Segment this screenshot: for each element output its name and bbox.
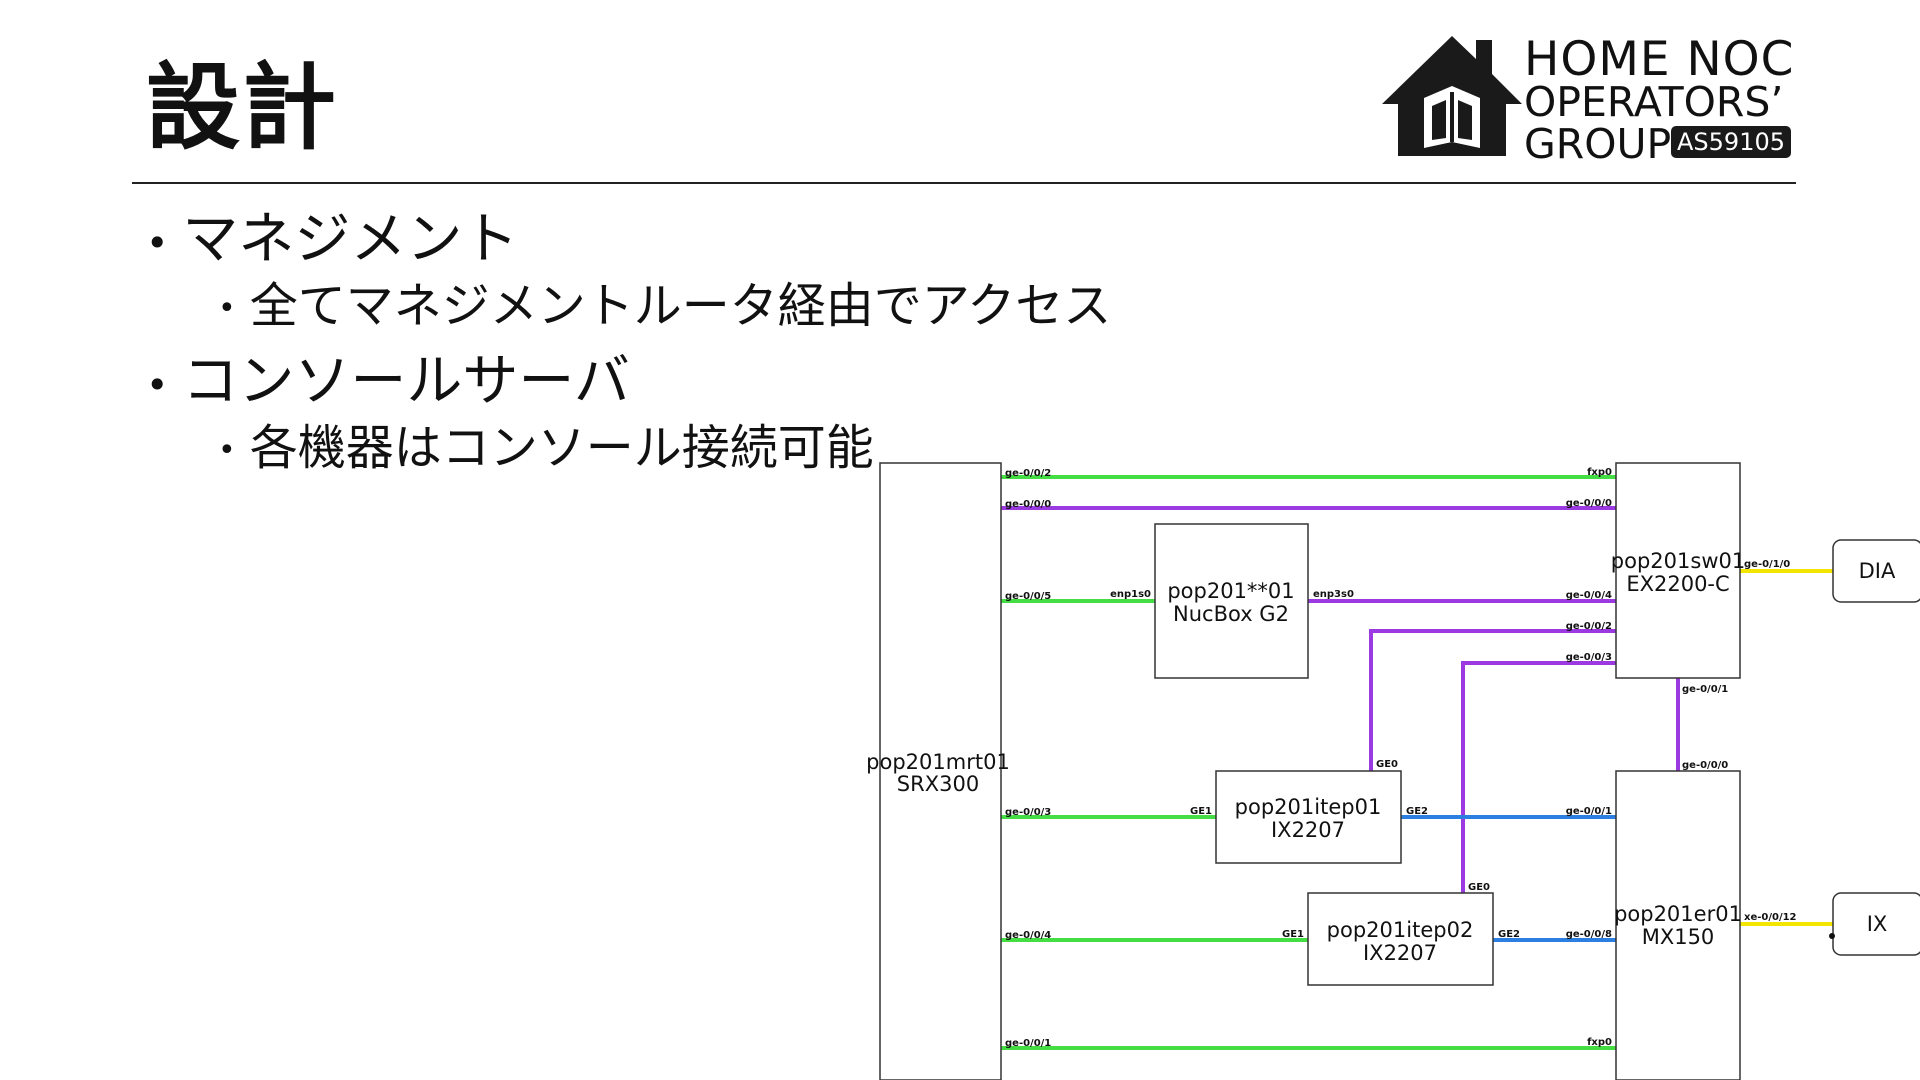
port-label: ge-0/0/4: [1566, 590, 1612, 601]
port-label: ge-0/0/1: [1682, 684, 1728, 695]
dia-label: DIA: [1859, 559, 1896, 583]
home-noc-logo: HOME NOC OPERATORS’ GROUP AS59105: [1380, 30, 1800, 168]
port-label: GE1: [1190, 806, 1212, 817]
node-er-box: [1615, 770, 1741, 1080]
itep2-name: pop201itep02: [1327, 918, 1474, 942]
bullet-console-server: •コンソールサーバ: [146, 349, 630, 414]
bullet-dot: •: [218, 433, 236, 468]
port-label: ge-0/0/0: [1005, 499, 1051, 510]
port-label: ge-0/0/8: [1566, 929, 1612, 940]
link-sw-itep1: [1369, 629, 1616, 771]
itep1-name: pop201itep01: [1235, 795, 1382, 819]
bullet-dot: •: [146, 362, 169, 407]
itep2-model: IX2207: [1363, 941, 1437, 965]
port-label: enp1s0: [1110, 589, 1151, 600]
node-mrt-box: [879, 462, 1002, 1080]
mrt-model: SRX300: [897, 772, 979, 796]
itep1-model: IX2207: [1271, 818, 1345, 842]
sw-model: EX2200-C: [1626, 572, 1729, 596]
mrt-name: pop201mrt01: [866, 750, 1010, 774]
port-label: ge-0/0/2: [1566, 621, 1612, 632]
logo-text-line1: HOME NOC: [1524, 32, 1795, 87]
node-ix-box: [1832, 892, 1920, 956]
port-label: ge-0/1/0: [1744, 559, 1790, 570]
logo-as-badge: AS59105: [1671, 126, 1791, 158]
port-label: fxp0: [1587, 467, 1612, 478]
port-label: ge-0/0/0: [1682, 760, 1728, 771]
node-sw-box: [1615, 462, 1741, 679]
port-label: ge-0/0/3: [1005, 807, 1051, 818]
node-itep2-box: [1307, 892, 1494, 986]
port-label: ge-0/0/0: [1566, 498, 1612, 509]
port-label: fxp0: [1587, 1037, 1612, 1048]
er-model: MX150: [1642, 925, 1715, 949]
port-label: GE2: [1498, 929, 1520, 940]
ix-label: IX: [1867, 912, 1888, 936]
port-label: ge-0/0/5: [1005, 591, 1051, 602]
link-sw-itep2: [1461, 661, 1616, 893]
er-name: pop201er01: [1614, 902, 1742, 926]
port-label: GE0: [1468, 882, 1490, 893]
title-divider: [132, 182, 1796, 184]
logo-text-line3: GROUP: [1524, 120, 1672, 168]
nuc-model: NucBox G2: [1173, 602, 1289, 626]
port-label: GE0: [1376, 759, 1398, 770]
slide-title: 設計: [146, 54, 339, 163]
port-label: GE2: [1406, 806, 1428, 817]
nuc-name: pop201**01: [1167, 579, 1294, 603]
bullet-dot: •: [218, 291, 236, 326]
node-nuc-box: [1154, 523, 1309, 679]
port-label: ge-0/0/4: [1005, 930, 1051, 941]
sub-bullet-management-access: •全てマネジメントルータ経由でアクセス: [218, 278, 1112, 334]
bullet-management: •マネジメント: [146, 207, 519, 272]
node-dia-box: [1832, 539, 1920, 603]
sub-bullet-console-access: •各機器はコンソール接続可能: [218, 420, 874, 476]
port-label: ge-0/0/1: [1005, 1038, 1051, 1049]
bullet-dot: •: [146, 220, 169, 265]
node-itep1-box: [1215, 770, 1402, 864]
port-label: ge-0/0/1: [1566, 806, 1612, 817]
ix-link-dot: [1829, 933, 1835, 939]
port-label: enp3s0: [1313, 589, 1354, 600]
port-label: ge-0/0/2: [1005, 468, 1051, 479]
port-label: ge-0/0/3: [1566, 652, 1612, 663]
port-label: xe-0/0/12: [1744, 912, 1797, 923]
house-icon: [1382, 36, 1522, 156]
logo-text-line2: OPERATORS’: [1524, 78, 1784, 126]
port-label: GE1: [1282, 929, 1304, 940]
sw-name: pop201sw01: [1611, 549, 1745, 573]
